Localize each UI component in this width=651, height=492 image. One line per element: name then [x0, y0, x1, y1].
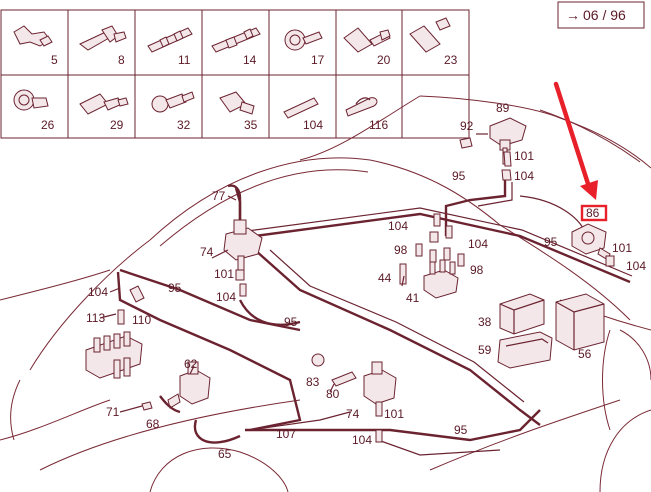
catalog-label-104: 104	[303, 118, 323, 132]
switchover-valve-74-upper	[223, 219, 263, 271]
callout-101-a: 101	[514, 149, 534, 163]
fitting-101-left	[235, 269, 245, 281]
leader-lines	[99, 133, 488, 413]
callout-95-d: 95	[168, 281, 182, 295]
callout-104-e: 104	[216, 290, 236, 304]
catalog-label-35: 35	[244, 118, 258, 132]
callout-86: 86	[586, 206, 600, 220]
callout-95-a: 95	[452, 169, 466, 183]
catalog-label-5: 5	[51, 53, 58, 67]
connector-cluster	[399, 213, 465, 285]
callout-101-c: 101	[214, 267, 234, 281]
callout-104-c: 104	[468, 237, 488, 251]
fitting-101-upper	[503, 151, 512, 167]
callout-104-f: 104	[88, 285, 108, 299]
catalog-label-8: 8	[118, 53, 125, 67]
hose-104-icon	[283, 97, 319, 119]
callout-59: 59	[478, 343, 492, 357]
catalog-label-17: 17	[311, 53, 325, 67]
callout-110: 110	[132, 313, 151, 327]
callout-95-c: 95	[284, 315, 298, 329]
catalog-label-11: 11	[178, 53, 191, 67]
callout-74-b: 74	[346, 407, 360, 421]
callout-83: 83	[306, 375, 320, 389]
fitting-14-icon	[211, 27, 261, 53]
parts-catalog: 5 8 11 14 17 20	[0, 9, 470, 139]
callout-74-a: 74	[200, 245, 214, 259]
fitting-20-icon	[343, 27, 391, 53]
distributor-block-41	[423, 259, 459, 299]
callout-104-g: 104	[352, 433, 372, 447]
callout-104-a: 104	[514, 169, 534, 183]
fitting-92	[459, 137, 473, 149]
callout-101-b: 101	[612, 241, 632, 255]
highlight-box-86	[580, 204, 608, 222]
fitting-17-icon	[284, 29, 323, 51]
callout-68: 68	[146, 417, 160, 431]
callout-89: 89	[496, 101, 510, 115]
pipe-77	[227, 184, 242, 230]
red-pointer-arrow	[553, 81, 598, 200]
tube-80	[331, 371, 357, 387]
relay-38	[499, 293, 545, 335]
catalog-label-23: 23	[444, 53, 458, 67]
callout-labels: 89 92 101 104 95 77 104 98 104 95 101 10…	[86, 101, 646, 461]
callout-98-b: 98	[470, 263, 484, 277]
callout-107: 107	[276, 427, 296, 441]
callout-98-a: 98	[394, 243, 408, 257]
callout-104-b: 104	[388, 219, 408, 233]
catalog-label-116: 116	[369, 118, 388, 132]
vacuum-element-86	[571, 223, 611, 261]
fitting-8-icon	[79, 25, 127, 51]
fitting-113	[117, 309, 125, 325]
control-unit-56	[555, 293, 605, 351]
fitting-29-icon	[79, 93, 129, 115]
fitting-83	[311, 353, 325, 367]
page-ref-arrow: →	[566, 7, 580, 23]
fitting-104-lower	[375, 429, 383, 443]
tray-59	[497, 331, 553, 369]
fitting-23-icon	[409, 17, 451, 53]
callout-113: 113	[86, 311, 105, 325]
fitting-101-right	[605, 255, 615, 267]
callout-92: 92	[460, 119, 474, 133]
vacuum-lines	[116, 180, 633, 456]
screw-71	[141, 401, 153, 411]
switchover-valve-74-lower	[363, 361, 397, 417]
page-ref-box: → 06 / 96	[557, 1, 645, 29]
callout-56: 56	[578, 347, 592, 361]
callout-95-b: 95	[544, 235, 558, 249]
car-body-outline	[0, 95, 651, 492]
fitting-35-icon	[219, 91, 255, 115]
fitting-11-icon	[147, 27, 193, 53]
callout-44: 44	[378, 271, 392, 285]
connector-plug-left	[85, 331, 143, 379]
callout-41: 41	[406, 291, 420, 305]
fitting-26-icon	[13, 89, 49, 111]
catalog-label-14: 14	[243, 53, 257, 67]
fitting-5-icon	[13, 25, 53, 47]
bracket-68	[159, 395, 181, 414]
fitting-32-icon	[151, 91, 195, 113]
callout-95-e: 95	[454, 423, 468, 437]
clip-116-icon	[345, 97, 378, 117]
fitting-104-left	[239, 283, 247, 297]
callout-38: 38	[478, 315, 492, 329]
callout-104-d: 104	[626, 259, 646, 273]
catalog-label-26: 26	[41, 118, 55, 132]
callout-62: 62	[184, 357, 198, 371]
callout-77: 77	[212, 189, 226, 203]
fitting-110	[129, 285, 145, 303]
callout-65: 65	[218, 447, 232, 461]
fitting-104-upper	[501, 169, 512, 181]
page-ref-number: 06 / 96	[583, 7, 626, 23]
callout-101-d: 101	[384, 407, 404, 421]
callout-71: 71	[106, 405, 120, 419]
catalog-label-20: 20	[377, 53, 391, 67]
catalog-label-29: 29	[110, 118, 124, 132]
catalog-label-32: 32	[177, 118, 191, 132]
callout-80: 80	[326, 387, 340, 401]
